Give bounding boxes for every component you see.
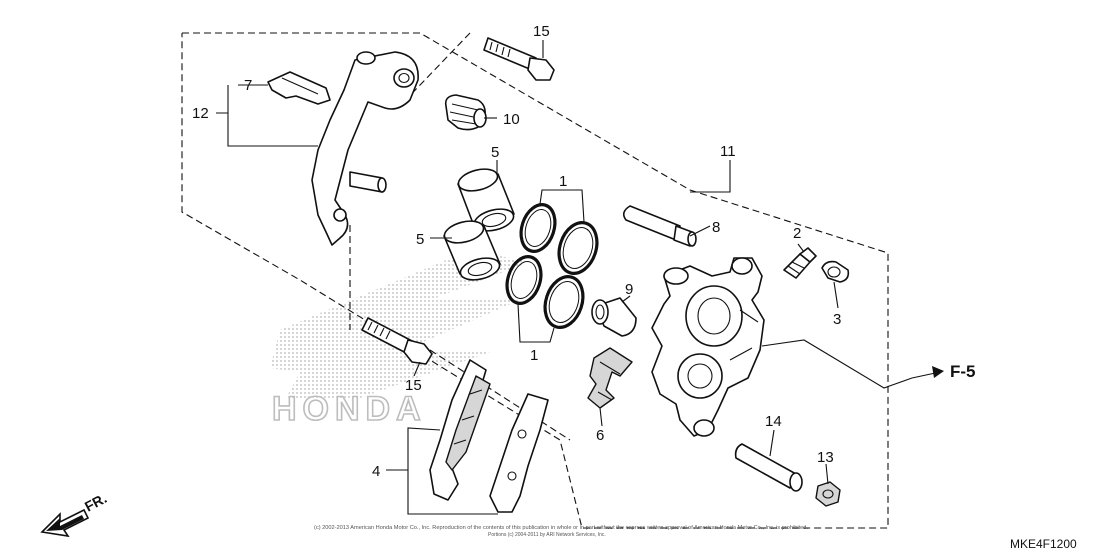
callout-15-lower: 15 [405, 377, 422, 394]
copyright-line-2: Portions (c) 2004-2011 by ARI Network Se… [488, 532, 606, 538]
copyright-line-1: (c) 2002-2013 American Honda Motor Co., … [314, 525, 808, 531]
callout-7: 7 [244, 77, 252, 94]
pad-pin [734, 443, 803, 492]
piston-upper [457, 168, 515, 232]
reference-arrow: F-5 [911, 362, 976, 381]
diagram-code: MKE4F1200 [1010, 537, 1077, 551]
callout-5-lower: 5 [416, 231, 424, 248]
callout-1-lower: 1 [530, 347, 538, 364]
callout-8: 8 [712, 219, 720, 236]
callout-1-upper: 1 [559, 173, 567, 190]
callout-12: 12 [192, 105, 209, 122]
brake-pad-rear [489, 393, 549, 513]
direction-label: FR. [82, 490, 109, 515]
callout-numbers: 1 1 2 3 4 5 5 6 7 8 9 10 11 12 13 14 15 … [192, 23, 841, 480]
callout-10: 10 [503, 111, 520, 128]
callout-9: 9 [625, 281, 633, 298]
leader-lines [216, 40, 913, 515]
brake-pad-front [429, 359, 491, 501]
inner-dashed-path [397, 32, 471, 109]
bracket-assembly-boundary [181, 32, 889, 529]
bolt-upper [483, 37, 555, 81]
callout-2: 2 [793, 225, 801, 242]
bolt-lower [361, 317, 433, 365]
bleeder-cap [821, 260, 850, 283]
pad-spring-clip [267, 71, 331, 105]
callout-5-upper: 5 [491, 144, 499, 161]
callout-14: 14 [765, 413, 782, 430]
slide-pin [622, 205, 697, 247]
honda-watermark: HONDA [270, 250, 530, 429]
pad-dashed-line [429, 349, 571, 441]
bleeder-screw [783, 247, 817, 279]
dust-boot [444, 94, 487, 131]
caliper-body [651, 257, 765, 437]
callout-4: 4 [372, 463, 380, 480]
front-direction-arrow: FR. [40, 490, 109, 538]
callout-3: 3 [833, 311, 841, 328]
pin-boot [591, 297, 637, 337]
caliper-bracket [311, 51, 419, 246]
piston-seals [505, 203, 599, 329]
pad-pin-plug [815, 481, 841, 507]
callout-6: 6 [596, 427, 604, 444]
callout-13: 13 [817, 449, 834, 466]
reference-label: F-5 [950, 362, 976, 381]
watermark-text: HONDA [272, 390, 427, 428]
pad-spring [587, 347, 633, 409]
callout-15-upper: 15 [533, 23, 550, 40]
callout-11: 11 [720, 143, 736, 160]
piston-lower [443, 220, 501, 281]
